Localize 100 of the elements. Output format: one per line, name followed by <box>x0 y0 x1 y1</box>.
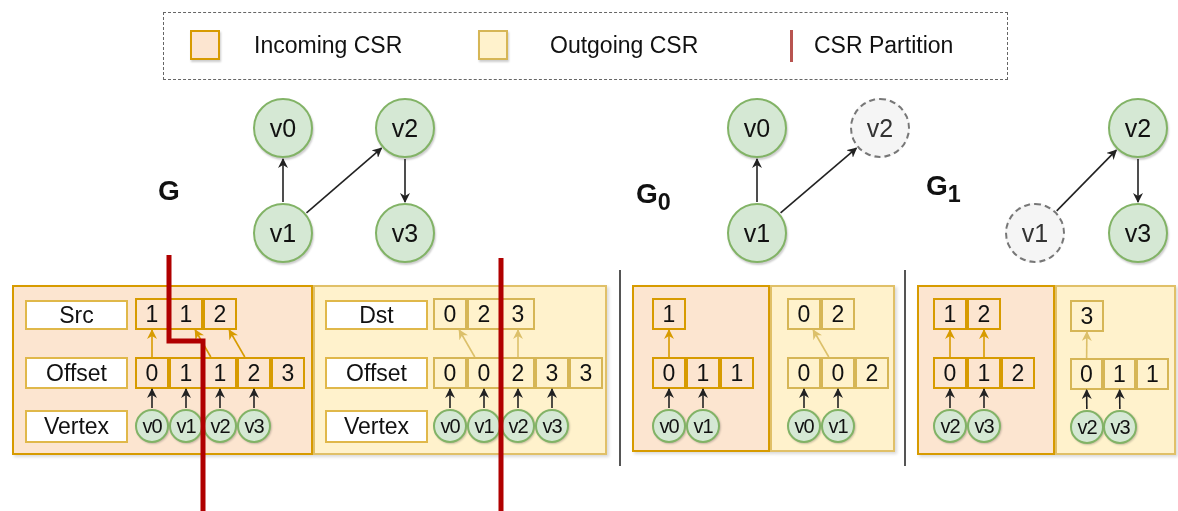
vertex-circle: v1 <box>821 409 855 443</box>
arrow <box>664 388 674 409</box>
vertex-circle: v3 <box>535 409 569 443</box>
array-cell: 1 <box>933 298 967 330</box>
arrow <box>799 388 809 409</box>
vertex-circle: v3 <box>1108 203 1168 263</box>
array-cell: 2 <box>967 298 1001 330</box>
array-cell: 1 <box>967 357 1001 389</box>
ghost-vertex-circle: v2 <box>850 98 910 158</box>
vertex-circle: v0 <box>727 98 787 158</box>
row-label: Dst <box>325 300 428 330</box>
array-cell: 3 <box>535 357 569 389</box>
array-cell: 1 <box>686 357 720 389</box>
array-cell: 0 <box>135 357 169 389</box>
arrow <box>181 388 191 409</box>
array-cell: 0 <box>1070 358 1103 390</box>
graph-label: G$_{1}$ <box>926 170 961 208</box>
row-label: Vertex <box>325 410 428 443</box>
arrow <box>945 329 955 358</box>
arrow <box>479 388 489 409</box>
arrow <box>1081 389 1092 410</box>
array-cell: 1 <box>1136 358 1169 390</box>
arrow <box>979 388 989 409</box>
outgoing-csr-panel <box>313 285 607 455</box>
arrow <box>278 158 288 203</box>
outgoing-csr-panel <box>770 285 895 452</box>
array-cell: 1 <box>1103 358 1136 390</box>
incoming-csr-panel <box>917 285 1055 455</box>
vertex-circle: v1 <box>686 409 720 443</box>
vertex-circle: v1 <box>467 409 501 443</box>
arrow <box>1114 389 1125 410</box>
vertex-circle: v2 <box>933 409 967 443</box>
array-cell: 2 <box>501 357 535 389</box>
arrow <box>833 388 843 409</box>
arrow <box>1133 158 1143 203</box>
arrow <box>812 329 830 358</box>
row-label: Src <box>25 300 128 330</box>
row-label: Vertex <box>25 410 128 443</box>
arrow <box>513 388 523 409</box>
array-cell: 0 <box>433 357 467 389</box>
arrow <box>979 329 989 358</box>
legend-label: CSR Partition <box>814 32 954 59</box>
arrow <box>215 388 225 409</box>
arrow <box>305 147 383 214</box>
arrow <box>458 329 476 358</box>
graph-label: G$_{0}$ <box>636 178 671 216</box>
array-cell: 1 <box>720 357 754 389</box>
vertex-circle: v3 <box>237 409 271 443</box>
vertex-circle: v0 <box>433 409 467 443</box>
vertex-circle: v0 <box>652 409 686 443</box>
arrow <box>194 329 212 358</box>
vertex-circle: v3 <box>375 203 435 263</box>
vertex-circle: v2 <box>1070 410 1104 444</box>
array-cell: 1 <box>203 357 237 389</box>
array-cell: 2 <box>1001 357 1035 389</box>
vertex-circle: v1 <box>253 203 313 263</box>
array-cell: 2 <box>467 298 501 330</box>
row-label: Offset <box>25 357 128 389</box>
arrow <box>249 388 259 409</box>
ghost-vertex-circle: v1 <box>1005 203 1065 263</box>
array-cell: 0 <box>787 357 821 389</box>
array-cell: 1 <box>169 298 203 330</box>
arrow <box>698 388 708 409</box>
vertex-circle: v3 <box>1103 410 1137 444</box>
incoming-csr-panel <box>12 285 313 455</box>
arrow <box>1081 331 1092 359</box>
vertex-circle: v2 <box>375 98 435 158</box>
vertex-circle: v2 <box>1108 98 1168 158</box>
array-cell: 0 <box>933 357 967 389</box>
arrow <box>513 329 523 358</box>
arrow <box>400 158 410 203</box>
vertex-circle: v1 <box>727 203 787 263</box>
incoming-csr-panel <box>632 285 770 452</box>
arrow <box>779 147 858 214</box>
array-cell: 3 <box>271 357 305 389</box>
arrow <box>945 388 955 409</box>
arrow <box>1055 149 1118 212</box>
legend-label: Incoming CSR <box>254 32 403 59</box>
array-cell: 3 <box>501 298 535 330</box>
array-cell: 1 <box>135 298 169 330</box>
array-cell: 3 <box>569 357 603 389</box>
array-cell: 0 <box>433 298 467 330</box>
row-label: Offset <box>325 357 428 389</box>
array-cell: 0 <box>787 298 821 330</box>
array-cell: 2 <box>821 298 855 330</box>
vertex-circle: v1 <box>169 409 203 443</box>
arrow <box>664 329 674 358</box>
vertex-circle: v3 <box>967 409 1001 443</box>
array-cell: 2 <box>855 357 889 389</box>
array-cell: 2 <box>237 357 271 389</box>
array-cell: 3 <box>1070 300 1104 332</box>
array-cell: 1 <box>652 298 686 330</box>
graph-label: G <box>158 175 180 207</box>
array-cell: 0 <box>467 357 501 389</box>
arrow <box>147 329 157 358</box>
arrow <box>147 388 157 409</box>
arrow <box>445 388 455 409</box>
array-cell: 0 <box>821 357 855 389</box>
arrow <box>547 388 557 409</box>
arrow <box>228 329 246 358</box>
